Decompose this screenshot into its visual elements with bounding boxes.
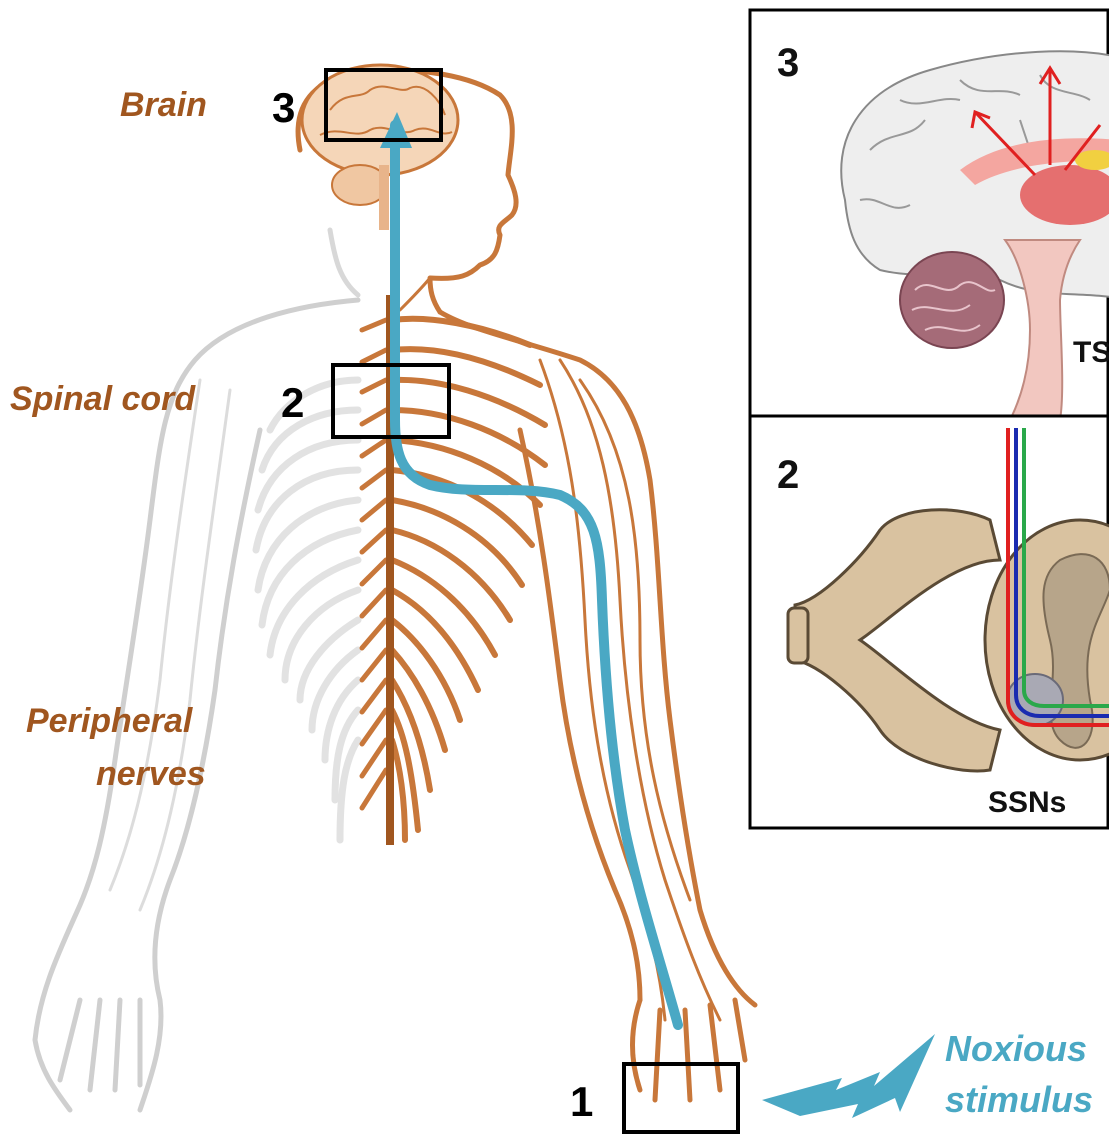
spine-branches-left (362, 320, 386, 808)
ts-label: TS (1073, 336, 1109, 369)
body-right-half (298, 70, 755, 1100)
noxious-label-line1: Noxious (945, 1028, 1087, 1069)
brain-inset-panel: TS 3 (750, 10, 1109, 420)
lightning-bolt-icon (762, 1034, 935, 1118)
spinal-cord-label: Spinal cord (10, 380, 196, 418)
spinal-inset-panel: SSNs 2 (750, 416, 1109, 828)
ribcage-left (256, 380, 358, 840)
hand-box-number: 1 (570, 1078, 593, 1125)
ssns-label: SSNs (988, 786, 1066, 819)
peripheral-label-line2: nerves (96, 755, 206, 793)
brain-panel-number: 3 (777, 41, 799, 85)
spinal-panel-number: 2 (777, 453, 799, 497)
spinal-box-number: 2 (281, 379, 304, 426)
peripheral-label-line1: Peripheral (26, 702, 194, 740)
pain-pathway (395, 125, 678, 1025)
hand-box (624, 1064, 738, 1132)
brain-label: Brain (120, 86, 207, 124)
ribcage-right (392, 319, 545, 840)
brain-box-number: 3 (272, 84, 295, 131)
noxious-label-line2: stimulus (945, 1079, 1093, 1120)
